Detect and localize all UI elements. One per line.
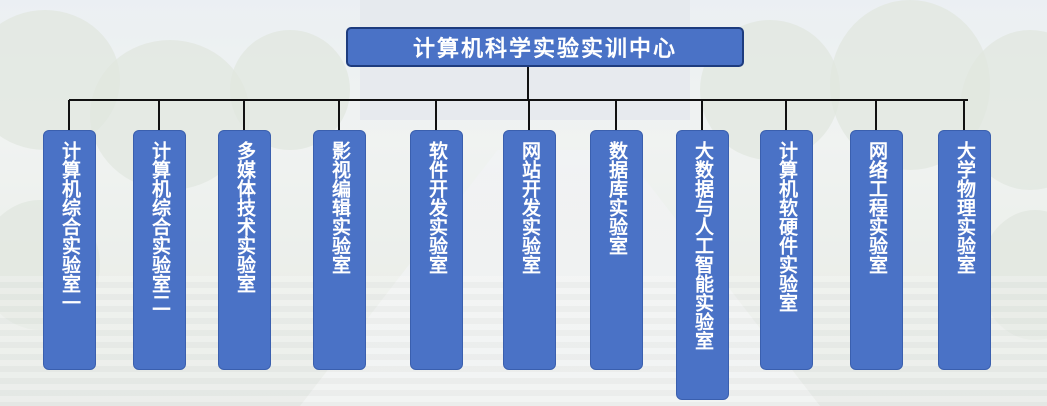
center-title-box: 计算机科学实验实训中心	[346, 27, 744, 67]
lab-box-11: 大学物理实验室	[938, 130, 991, 370]
branch-lines	[68, 100, 965, 130]
lab-box-2: 计算机综合实验室二	[133, 130, 186, 370]
lab-box-3: 多媒体技术实验室	[218, 130, 271, 370]
lab-box-5: 软件开发实验室	[410, 130, 463, 370]
lab-box-1: 计算机综合实验室一	[43, 130, 96, 370]
lab-box-8: 大数据与人工智能实验室	[676, 130, 729, 400]
lab-box-10: 网络工程实验室	[850, 130, 903, 370]
lab-box-9: 计算机软硬件实验室	[760, 130, 813, 370]
center-title: 计算机科学实验实训中心	[412, 37, 677, 62]
lab-box-4: 影视编辑实验室	[313, 130, 366, 370]
lab-box-6: 网站开发实验室	[503, 130, 556, 370]
lab-box-7: 数据库实验室	[590, 130, 643, 370]
